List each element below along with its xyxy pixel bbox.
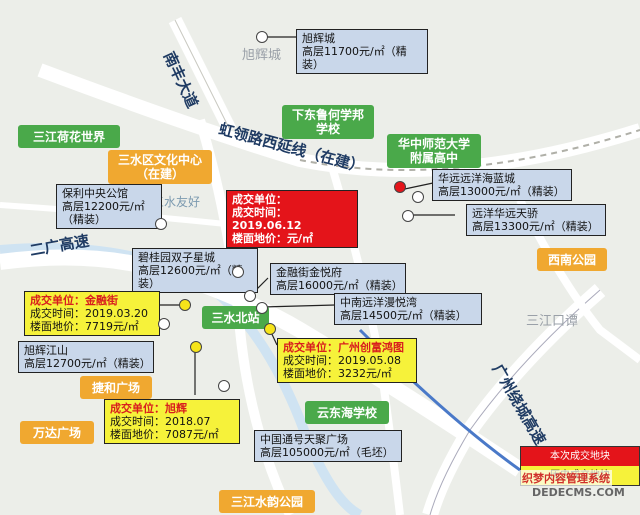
landmark-sanshui-north-station: 三水北站: [202, 306, 269, 329]
deal-xuhui: 成交单位：旭辉 成交时间：2018.07 楼面地价：7087元/㎡: [104, 399, 240, 444]
watermark-line2: DEDECMS.COM: [532, 486, 625, 499]
marker-biguiyuan[interactable]: [232, 266, 244, 278]
callout-huayuan-lan: 华远远洋海蓝城 高层13000元/㎡（精装）: [432, 169, 572, 201]
deal-time: 成交时间：2019.05.08: [283, 354, 401, 367]
landmark-xinan-park: 西南公园: [537, 248, 607, 271]
marker-jinrongjie-jinyue[interactable]: [244, 290, 256, 302]
marker-current-deal[interactable]: [394, 181, 406, 193]
landmark-xiadong-school: 下东鲁何学邦学校: [282, 105, 374, 139]
deal-unit: 成交单位：旭辉: [110, 402, 187, 415]
callout-xuhui-jiangshan: 旭辉江山 高层12700元/㎡（精装）: [18, 341, 154, 373]
deal-land-price: 楼面地价：7087元/㎡: [110, 428, 219, 441]
callout-xuhui-city: 旭辉城 高层11700元/㎡（精装）: [296, 29, 428, 74]
landmark-sanjiang-hehua: 三江荷花世界: [18, 125, 120, 148]
callout-name: 碧桂园双子星城: [138, 251, 215, 264]
callout-price: 高层16000元/㎡（精装）: [276, 279, 403, 292]
callout-price: 高层105000元/㎡（毛坯）: [260, 446, 394, 459]
deal-unit: 成交单位：广州创富鸿图: [283, 341, 404, 354]
area-label-sanshui-youhao: 三水友好: [152, 195, 201, 209]
callout-price: 高层13300元/㎡（精装）: [472, 220, 599, 233]
callout-price: 高层13000元/㎡（精装）: [438, 185, 565, 198]
marker-zhongnan[interactable]: [256, 302, 268, 314]
callout-name: 中国通号天聚广场: [260, 433, 348, 446]
callout-price: 高层11700元/㎡（精装）: [302, 45, 407, 71]
marker-guangzhou-deal[interactable]: [264, 323, 276, 335]
deal-unit: 成交单位：: [232, 193, 287, 206]
callout-name: 保利中央公馆: [62, 187, 128, 200]
callout-zhongguo-tongyu: 中国通号天聚广场 高层105000元/㎡（毛坯）: [254, 430, 402, 462]
callout-baoli: 保利中央公馆 高层12200元/㎡（精装）: [56, 184, 162, 229]
marker-xuhui-jiangshan[interactable]: [158, 318, 170, 330]
deal-jinrongjie: 成交单位：金融街 成交时间：2019.03.20 楼面地价：7719元/㎡: [24, 291, 160, 336]
marker-baoli[interactable]: [155, 218, 167, 230]
callout-price: 高层12200元/㎡（精装）: [62, 200, 145, 226]
deal-time: 成交时间：2019.06.12: [232, 206, 302, 232]
landmark-wanda-plaza: 万达广场: [20, 421, 94, 444]
callout-jinrongjie-jinyue: 金融街金悦府 高层16000元/㎡（精装）: [270, 263, 406, 295]
deal-land-price: 楼面地价：7719元/㎡: [30, 320, 139, 333]
marker-xuhui-deal[interactable]: [190, 341, 202, 353]
watermark-line1: 织梦内容管理系统: [520, 470, 612, 486]
callout-price: 高层12700元/㎡（精装）: [24, 357, 151, 370]
landmark-huazhong-high: 华中师范大学附属高中: [387, 134, 481, 168]
callout-name: 华远远洋海蓝城: [438, 172, 515, 185]
callout-name: 远洋华远天骄: [472, 207, 538, 220]
callout-price: 高层12600元/㎡（精装）: [138, 264, 243, 290]
callout-name: 金融街金悦府: [276, 266, 342, 279]
callout-name: 旭辉江山: [24, 344, 68, 357]
deal-time: 成交时间：2018.07: [110, 415, 211, 428]
callout-name: 中南远洋漫悦湾: [340, 296, 417, 309]
area-label-sanjiangkou: 三江口谭: [526, 314, 579, 329]
area-label-xuhui: 旭辉城: [242, 48, 282, 63]
marker-xuhui-city[interactable]: [256, 31, 268, 43]
deal-guangzhou: 成交单位：广州创富鸿图 成交时间：2019.05.08 楼面地价：3232元/㎡: [277, 338, 417, 383]
deal-land-price: 楼面地价：元/㎡: [232, 232, 314, 245]
deal-current: 成交单位： 成交时间：2019.06.12 楼面地价：元/㎡: [226, 190, 358, 248]
callout-zhongnan: 中南远洋漫悦湾 高层14500元/㎡（精装）: [334, 293, 482, 325]
marker-zhongguo-tongyu[interactable]: [218, 380, 230, 392]
landmark-yundong-school: 云东海学校: [305, 401, 389, 424]
marker-huayuan-lan[interactable]: [412, 191, 424, 203]
landmark-wenhua-center: 三水区文化中心（在建）: [108, 150, 212, 184]
callout-yuanyang: 远洋华远天骄 高层13300元/㎡（精装）: [466, 204, 606, 236]
callout-price: 高层14500元/㎡（精装）: [340, 309, 467, 322]
deal-unit: 成交单位：金融街: [30, 294, 118, 307]
legend-current: 本次成交地块: [521, 447, 639, 466]
deal-time: 成交时间：2019.03.20: [30, 307, 148, 320]
marker-yuanyang[interactable]: [402, 210, 414, 222]
landmark-sanjiang-shuiyun-park: 三江水韵公园: [219, 490, 315, 513]
deal-land-price: 楼面地价：3232元/㎡: [283, 367, 392, 380]
landmark-jiehe-plaza: 捷和广场: [80, 376, 152, 399]
marker-jinrongjie-deal[interactable]: [179, 299, 191, 311]
callout-name: 旭辉城: [302, 32, 335, 45]
